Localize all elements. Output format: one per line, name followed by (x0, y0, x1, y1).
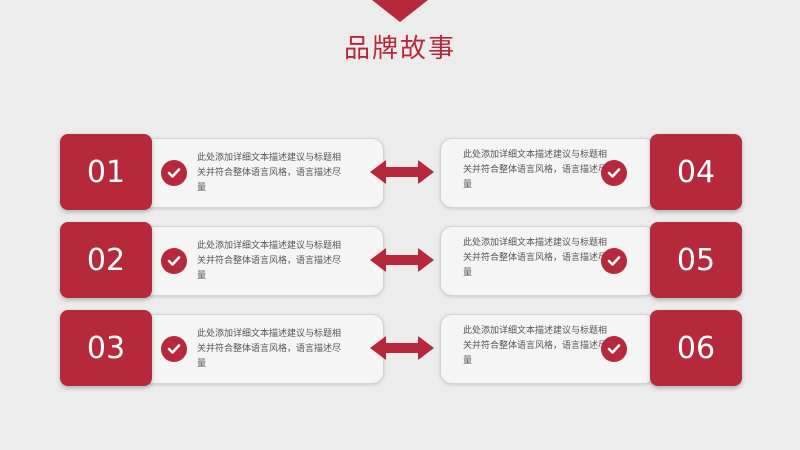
item-description-05: 此处添加详细文本描述建议与标题相关并符合整体语言风格，语言描述尽量 (463, 238, 608, 278)
item-number-02: 02 (60, 222, 152, 298)
check-circle-icon (161, 248, 187, 274)
item-description-01: 此处添加详细文本描述建议与标题相关并符合整体语言风格，语言描述尽量 (197, 152, 342, 193)
double-arrow-icon (370, 160, 434, 184)
story-row-2: 02 此处添加详细文本描述建议与标题相关并符合整体语言风格，语言描述尽量 此处添… (0, 222, 800, 298)
item-number-01: 01 (60, 134, 152, 210)
check-circle-icon (601, 160, 627, 186)
check-circle-icon (161, 336, 187, 362)
item-card-02: 此处添加详细文本描述建议与标题相关并符合整体语言风格，语言描述尽量 (140, 226, 384, 296)
item-card-04: 此处添加详细文本描述建议与标题相关并符合整体语言风格，语言描述尽量 (440, 138, 656, 208)
item-card-01: 此处添加详细文本描述建议与标题相关并符合整体语言风格，语言描述尽量 (140, 138, 384, 208)
check-circle-icon (161, 160, 187, 186)
check-circle-icon (601, 336, 627, 362)
double-arrow-icon (370, 248, 434, 272)
item-number-05: 05 (650, 222, 742, 298)
item-number-03: 03 (60, 310, 152, 386)
item-card-05: 此处添加详细文本描述建议与标题相关并符合整体语言风格，语言描述尽量 (440, 226, 656, 296)
story-row-1: 01 此处添加详细文本描述建议与标题相关并符合整体语言风格，语言描述尽量 此处添… (0, 134, 800, 210)
item-description-03: 此处添加详细文本描述建议与标题相关并符合整体语言风格，语言描述尽量 (197, 328, 342, 369)
story-row-3: 03 此处添加详细文本描述建议与标题相关并符合整体语言风格，语言描述尽量 此处添… (0, 310, 800, 386)
top-triangle-decoration (372, 0, 428, 22)
item-number-06: 06 (650, 310, 742, 386)
item-card-06: 此处添加详细文本描述建议与标题相关并符合整体语言风格，语言描述尽量 (440, 314, 656, 384)
item-description-04: 此处添加详细文本描述建议与标题相关并符合整体语言风格，语言描述尽量 (463, 150, 608, 190)
item-card-03: 此处添加详细文本描述建议与标题相关并符合整体语言风格，语言描述尽量 (140, 314, 384, 384)
check-circle-icon (601, 248, 627, 274)
double-arrow-icon (370, 336, 434, 360)
item-description-06: 此处添加详细文本描述建议与标题相关并符合整体语言风格，语言描述尽量 (463, 326, 608, 366)
page-title: 品牌故事 (343, 34, 456, 64)
item-description-02: 此处添加详细文本描述建议与标题相关并符合整体语言风格，语言描述尽量 (197, 240, 342, 281)
item-number-04: 04 (650, 134, 742, 210)
